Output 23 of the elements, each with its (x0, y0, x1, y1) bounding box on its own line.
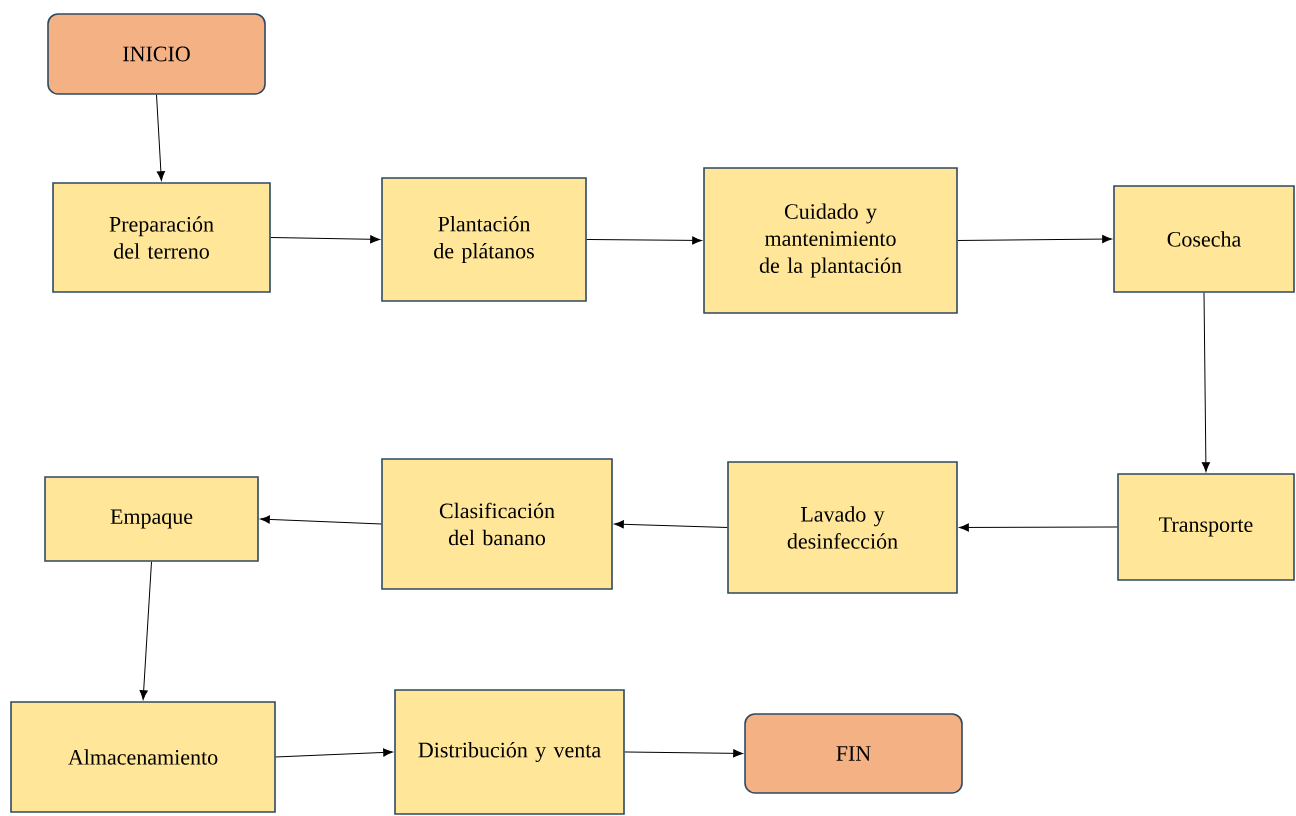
process-box: Transporte (1117, 473, 1295, 581)
process-box: Lavado y desinfección (727, 461, 958, 594)
process-box: Empaque (44, 476, 259, 562)
arrow (275, 748, 393, 758)
arrow (139, 561, 152, 700)
arrow (624, 749, 743, 758)
arrow (614, 520, 728, 529)
process-box: Clasificación del banano (381, 458, 613, 590)
terminal-box: INICIO (47, 13, 266, 95)
arrow (957, 235, 1112, 244)
arrow (1201, 292, 1210, 472)
terminal-box: FIN (744, 713, 963, 794)
process-box: Cuidado y mantenimiento de la plantación (703, 167, 958, 314)
process-box: Cosecha (1113, 185, 1295, 293)
process-box: Plantación de plátanos (381, 177, 587, 302)
arrow (260, 515, 382, 525)
arrow (959, 523, 1118, 532)
process-box: Distribución y venta (394, 689, 625, 815)
arrow (586, 236, 702, 245)
process-box: Preparación del terreno (52, 182, 271, 293)
arrow (270, 235, 380, 244)
process-box: Almacenamiento (10, 701, 276, 813)
arrow (156, 94, 165, 181)
